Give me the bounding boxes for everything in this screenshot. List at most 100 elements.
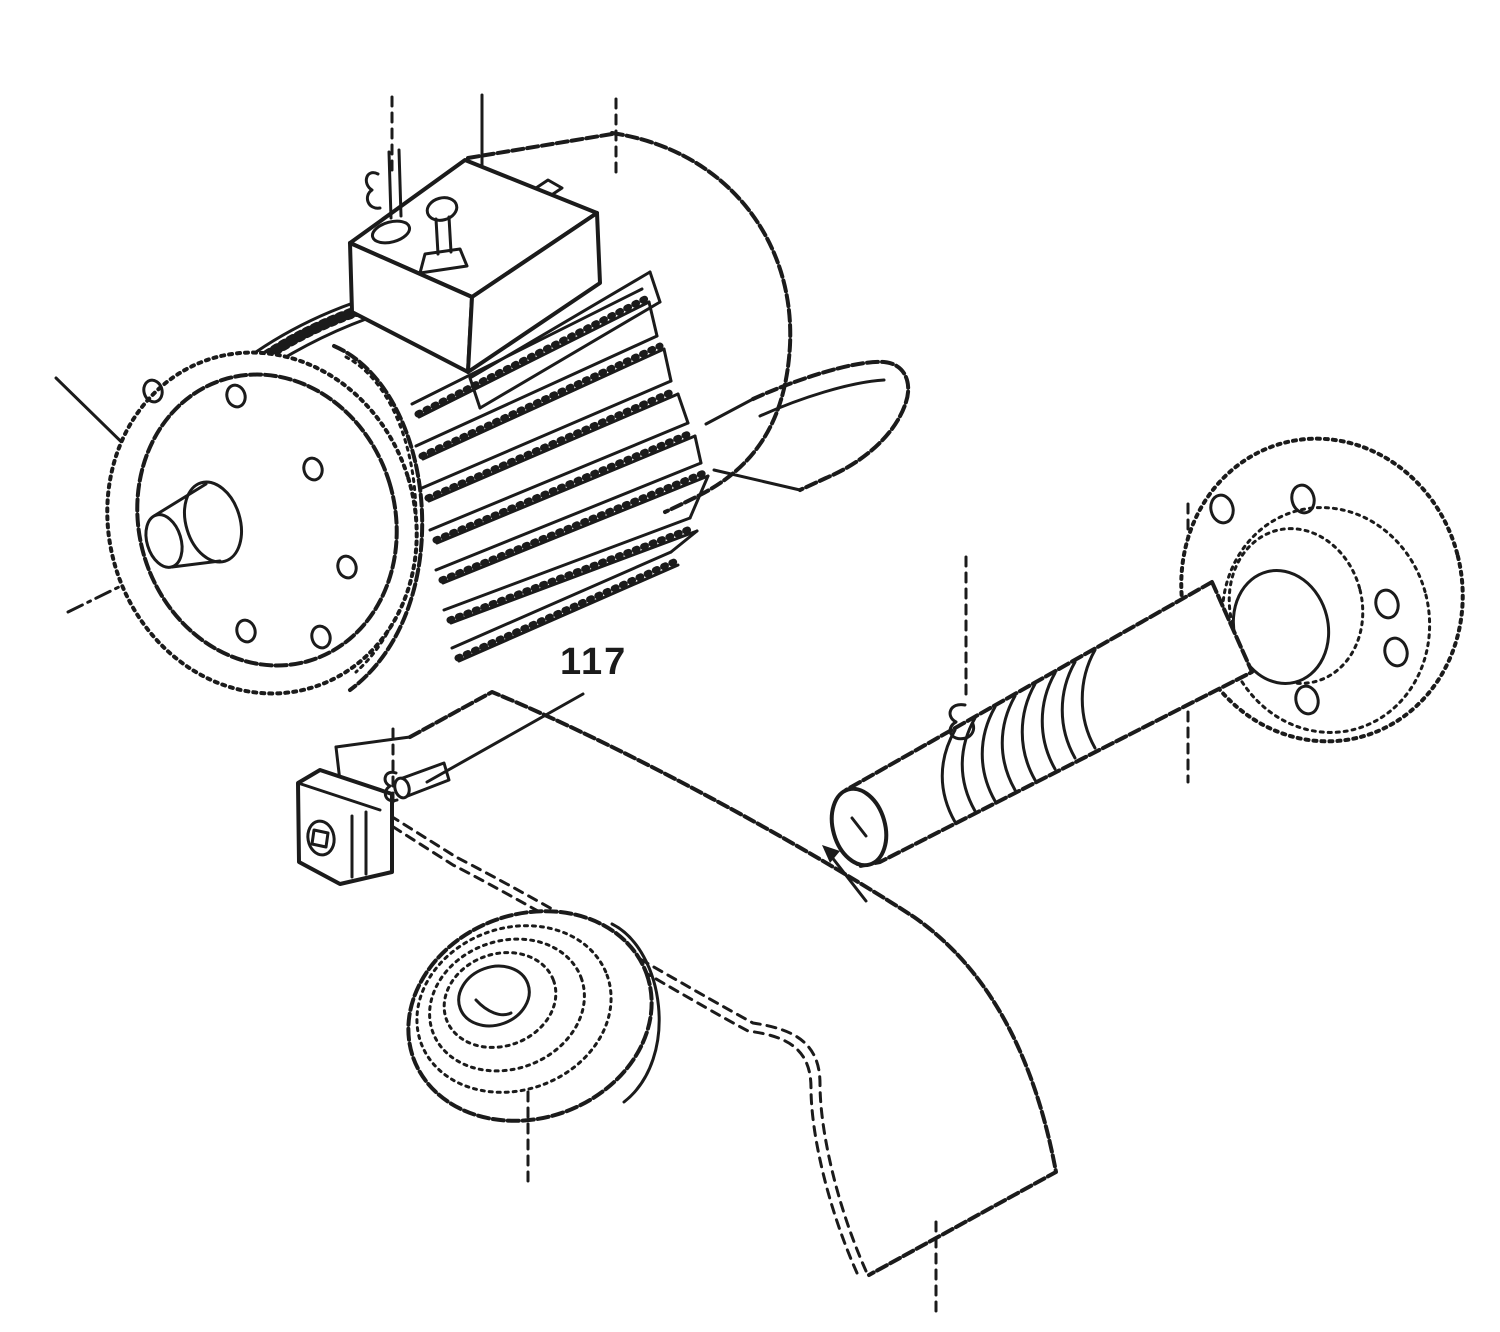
mounting-foot-join <box>704 397 755 426</box>
fin-hatch <box>414 295 649 418</box>
fin-line <box>450 550 673 650</box>
mounting-foot-inner <box>758 378 886 418</box>
shaft-threaded-section <box>940 648 1097 824</box>
fin-hatch <box>446 524 697 624</box>
thread-rib <box>960 716 977 813</box>
terminal-box-step <box>468 270 652 380</box>
fin-hatch <box>438 469 708 584</box>
thread-rib <box>940 728 957 824</box>
front-flange-outline <box>105 350 419 696</box>
fin-line <box>428 421 690 532</box>
pin-end <box>393 776 411 800</box>
fin-step <box>669 529 699 554</box>
bolt-hole <box>142 378 164 404</box>
assembly-arrow-line <box>829 854 868 903</box>
thread-rib <box>1040 671 1057 771</box>
fin-line <box>434 461 703 572</box>
bolt-hole <box>1374 588 1400 620</box>
bolt-hole <box>225 383 247 409</box>
bracket-hole <box>306 819 336 857</box>
fin-line <box>449 529 699 625</box>
bearing-outer-ring <box>406 909 654 1123</box>
guard-mounting-bracket <box>296 768 394 886</box>
fin-hatch <box>418 342 664 460</box>
terminal-screw-with-clip <box>364 148 412 245</box>
shaft-end-face <box>144 513 184 569</box>
terminal-screw <box>418 196 469 275</box>
cooling-fins <box>410 287 710 663</box>
bolt-hole <box>310 624 332 650</box>
terminal-box-step <box>478 300 662 410</box>
part-label-117: 117 <box>560 641 628 683</box>
fin-line <box>420 379 673 490</box>
fin-line <box>410 287 644 406</box>
bearing-bore <box>457 964 531 1028</box>
drive-shaft-assembly <box>829 436 1465 868</box>
bolt-hole <box>235 618 257 644</box>
bolt-hole <box>1294 684 1320 716</box>
bolt-hole <box>302 456 324 482</box>
terminal-box-side <box>466 211 602 374</box>
thread-rib <box>1000 694 1017 792</box>
screw-clip <box>364 171 382 210</box>
thread-rib <box>1060 660 1077 760</box>
fin-hatch <box>424 387 678 502</box>
terminal-box-step-edge <box>648 270 662 304</box>
bearing-ball-track <box>428 937 586 1073</box>
bearing-bore-detail <box>474 998 513 1017</box>
fin-hatch <box>432 429 695 544</box>
assembly-arrow-head <box>822 845 840 863</box>
fin-line <box>427 392 680 503</box>
shaft-edge <box>170 559 222 569</box>
thread-rib <box>980 705 997 803</box>
bracket-hole-detail <box>310 828 330 849</box>
motor-shaft-stub <box>144 480 243 569</box>
fin-step <box>693 434 703 465</box>
fin-line <box>442 516 692 612</box>
terminal-box-step-edge <box>468 376 482 410</box>
guard-left-tab <box>334 735 412 749</box>
fin-hatch <box>454 558 678 662</box>
retaining-clip <box>948 703 976 741</box>
electric-motor <box>54 93 911 696</box>
ball-bearing <box>406 909 661 1186</box>
flange-bolt-holes-right <box>1209 483 1409 716</box>
bolt-hole <box>1290 483 1316 515</box>
fin-line <box>417 300 651 419</box>
bearing-race-outer <box>415 924 613 1094</box>
leader-line-117 <box>425 692 585 784</box>
screw-shank <box>387 150 393 220</box>
screw-head <box>425 196 459 222</box>
motor-body-top-edge <box>466 132 614 160</box>
terminal-box <box>348 148 662 410</box>
fin-step <box>662 347 673 383</box>
motor-mounting-foot <box>704 359 911 492</box>
mounting-foot-outline <box>751 359 911 492</box>
bearing-race-inner <box>442 951 558 1049</box>
screw-washer <box>370 219 412 245</box>
bolt-hole <box>336 554 358 580</box>
thread-rib <box>1080 648 1097 750</box>
fin-line <box>414 334 659 448</box>
screw-shank <box>434 217 440 256</box>
shaft-edge <box>152 482 208 518</box>
bracket-top-edge <box>296 781 382 812</box>
flange-bolt-holes <box>142 378 358 650</box>
shaft-collar <box>183 480 243 564</box>
bearing-side-rim <box>610 922 661 1104</box>
screw-shank <box>397 148 403 218</box>
bolt-hole <box>1209 493 1235 525</box>
bolt-hole <box>1383 636 1409 668</box>
thread-rib <box>1020 682 1037 782</box>
fin-step <box>688 474 710 520</box>
screw-foot <box>418 247 469 275</box>
flange-ring-outer <box>332 344 425 692</box>
screw-shank <box>447 215 453 254</box>
fin-line <box>457 563 680 663</box>
guard-outer-edge <box>408 690 1058 1277</box>
locking-pin-117 <box>383 727 451 808</box>
pin-clip <box>383 770 399 803</box>
mounting-foot-join <box>712 468 802 492</box>
